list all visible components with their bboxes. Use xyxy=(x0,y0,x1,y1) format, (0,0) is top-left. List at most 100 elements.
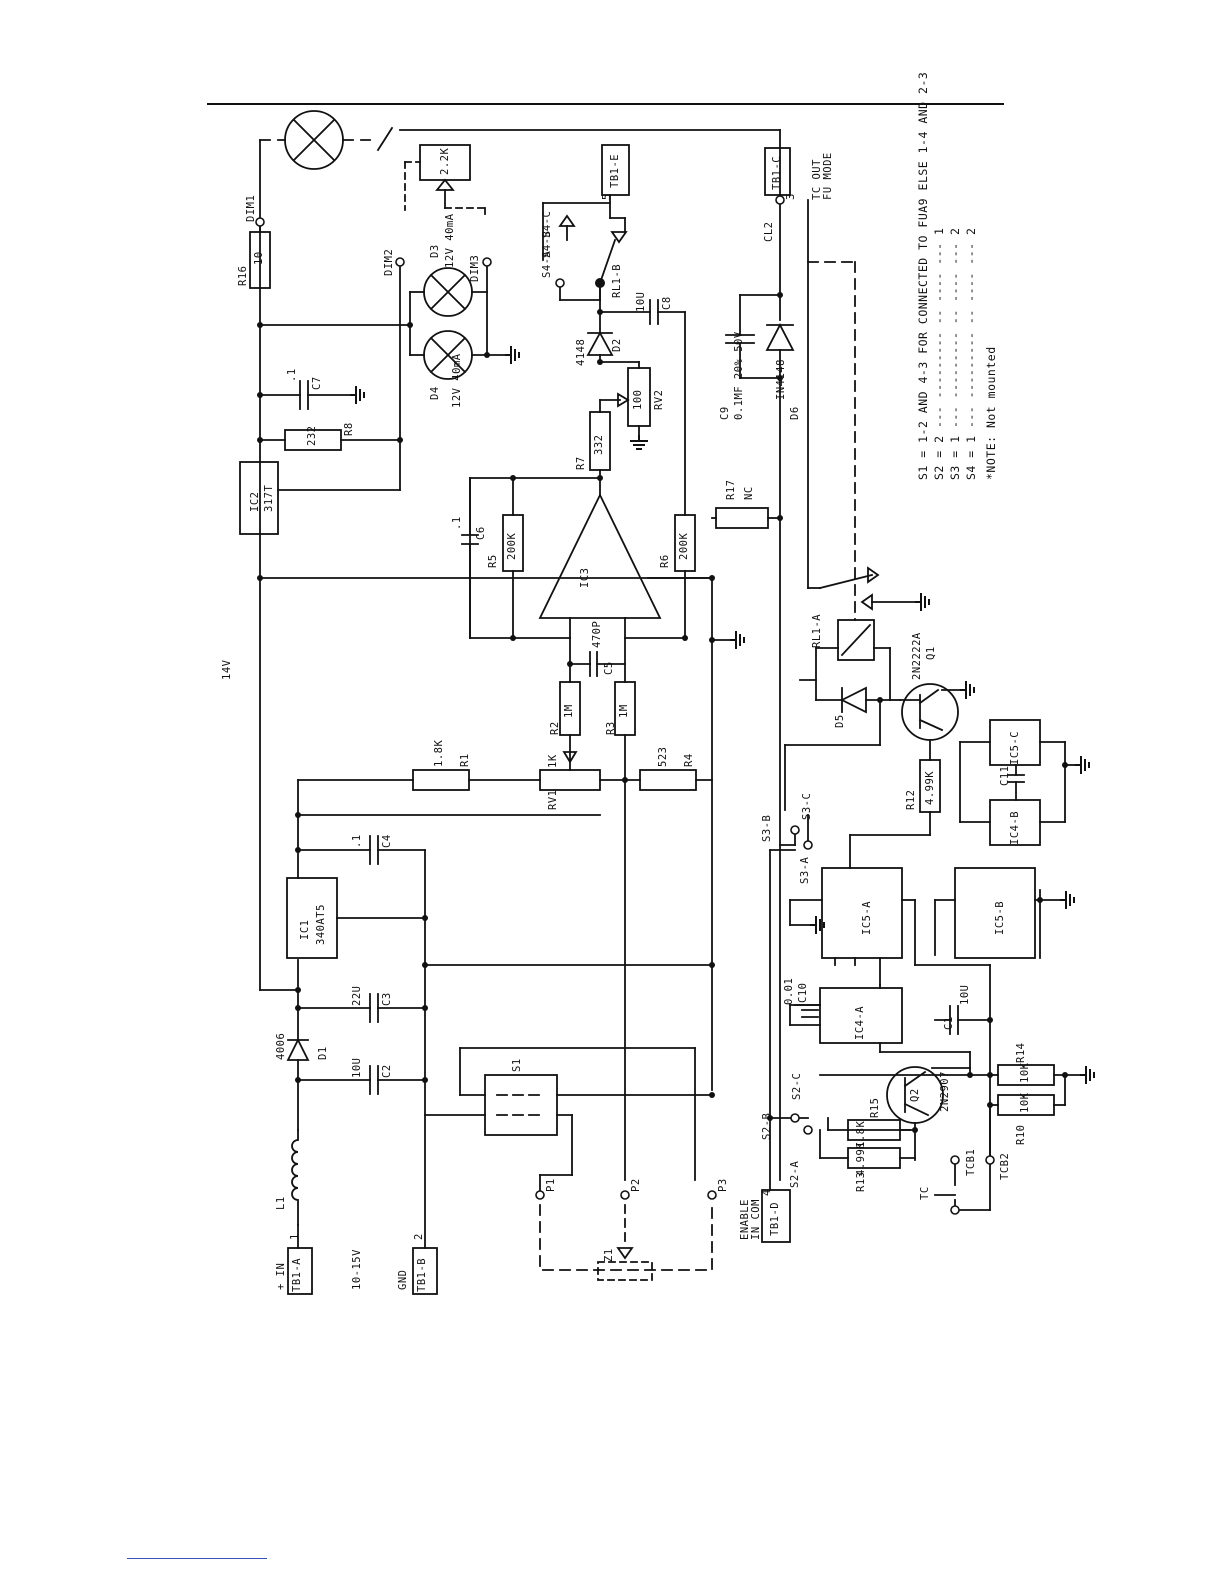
c2-value: 10U xyxy=(351,1057,363,1078)
c9-value: 0.1MF 20% 50V xyxy=(733,331,745,420)
c9-ref: C9 xyxy=(719,406,731,420)
tb1-b-label: TB1-B xyxy=(416,1257,428,1292)
ic1-value: 340AT5 xyxy=(315,904,327,945)
d6-ref: D6 xyxy=(789,406,801,420)
node-tcb2: TCB2 xyxy=(999,1152,1011,1180)
d1-value: 4006 xyxy=(275,1032,287,1060)
tb1-b-pin: 2 xyxy=(413,1233,425,1240)
tb1-c-label: TB1-C xyxy=(771,155,783,190)
l1-ref: L1 xyxy=(275,1196,287,1210)
note-not-mounted: *NOTE: Not mounted xyxy=(984,346,998,480)
c5-value: 470P xyxy=(591,620,603,648)
ic2-ref: IC2 xyxy=(249,491,261,512)
note-s1: S1 = 1-2 AND 4-3 FOR CONNECTED TO FUA9 E… xyxy=(916,71,930,480)
c1-ref: C1 xyxy=(943,1016,955,1030)
pot-2k2-value: 2.2K xyxy=(439,147,451,175)
d5-ref: D5 xyxy=(834,714,846,728)
q2-value: 2N2907 xyxy=(939,1071,951,1112)
switch-s2-c: S2-C xyxy=(791,1072,803,1100)
r17-value: NC xyxy=(743,486,755,500)
ic4-a-ref: IC4-A xyxy=(854,1005,866,1040)
q1-ref: Q1 xyxy=(925,646,937,660)
r7-ref: R7 xyxy=(575,456,587,470)
q1-value: 2N2222A xyxy=(911,632,923,680)
note-s2: S2 = 2 --- --------- -- ---- --- 1 xyxy=(932,227,946,480)
d1-ref: D1 xyxy=(317,1046,329,1060)
switch-s2-a: S2-A xyxy=(789,1160,801,1188)
q2-ref: Q2 xyxy=(909,1088,921,1102)
c6-value: .1 xyxy=(451,516,463,530)
c10-value: 0.01 xyxy=(783,977,795,1005)
c4-ref: C4 xyxy=(381,834,393,848)
rv1-value: 1K xyxy=(547,754,559,768)
ic5-b-ref: IC5-B xyxy=(994,900,1006,935)
r6-ref: R6 xyxy=(659,554,671,568)
footer-link-rule xyxy=(127,1558,267,1559)
d3-ref: D3 xyxy=(429,244,441,258)
r3-ref: R3 xyxy=(605,721,617,735)
c3-value: 22U xyxy=(351,985,363,1006)
node-p2: P2 xyxy=(630,1178,642,1192)
tb1-e-label: TB1-E xyxy=(609,153,621,188)
ic2-value: 317T xyxy=(263,484,275,512)
r8-value: 232 xyxy=(306,425,318,446)
d4-ref: D4 xyxy=(429,386,441,400)
z1-ref: Z1 xyxy=(603,1248,615,1262)
tb1-c-desc: TC OUT FU MODE xyxy=(811,152,834,200)
note-s3: S3 = 1 --- --------- -- ---- --- 2 xyxy=(948,227,962,480)
ic3-ref: IC3 xyxy=(579,567,591,588)
tb1-a-pin: 1 xyxy=(289,1233,301,1240)
rv2-ref: RV2 xyxy=(653,389,665,410)
r4-value: 523 xyxy=(657,746,669,767)
node-p1: P1 xyxy=(545,1178,557,1192)
r7-value: 332 xyxy=(593,434,605,455)
ic1-ref: IC1 xyxy=(299,919,311,940)
switch-s3-a: S3-A xyxy=(799,856,811,884)
rv2-value: 100 xyxy=(632,389,644,410)
c7-ref: C7 xyxy=(311,376,323,390)
rv1-ref: RV1 xyxy=(547,789,559,810)
d2-value: 4148 xyxy=(575,338,587,366)
c3-ref: C3 xyxy=(381,992,393,1006)
ic5-c-ref: IC5-C xyxy=(1009,730,1021,765)
r10-ref: R10 xyxy=(1015,1124,1027,1145)
tb1-d-desc: ENABLE IN COM xyxy=(739,1199,762,1240)
r8-ref: R8 xyxy=(343,422,355,436)
c7-value: .1 xyxy=(286,368,298,382)
r17-ref: R17 xyxy=(725,479,737,500)
ground-label: GND xyxy=(397,1269,409,1290)
r14-ref: R14 xyxy=(1015,1042,1027,1063)
node-cl2: CL2 xyxy=(763,221,775,242)
d6-value: IN4148 xyxy=(775,359,787,400)
d4-value: 12V 40mA xyxy=(451,353,463,408)
rl1-b-ref: RL1-B xyxy=(611,263,623,298)
r13-value: 4.99K xyxy=(855,1141,867,1176)
tb1-c-pin: 3 xyxy=(785,193,797,200)
s1-ref: S1 xyxy=(511,1058,523,1072)
tb1-a-label: TB1-A xyxy=(291,1257,303,1292)
r6-value: 200K xyxy=(678,532,690,560)
c10-ref: C10 xyxy=(797,982,809,1003)
c11-ref: C11 xyxy=(999,765,1011,786)
switch-s3-c: S3-C xyxy=(801,792,813,820)
rail-label: 14V xyxy=(221,659,233,680)
rl1-a-ref: RL1-A xyxy=(811,613,823,648)
node-dim1: DIM1 xyxy=(245,194,257,222)
node-dim2: DIM2 xyxy=(383,248,395,276)
r3-value: 1M xyxy=(618,704,630,718)
c8-value: 10U xyxy=(635,291,647,312)
r4-ref: R4 xyxy=(683,753,695,767)
r5-value: 200K xyxy=(506,532,518,560)
switch-s4-c: S4-C xyxy=(541,210,553,238)
tb1-e-pin: 5 xyxy=(601,193,613,200)
r5-ref: R5 xyxy=(487,554,499,568)
node-dim3: DIM3 xyxy=(469,254,481,282)
d2-ref: D2 xyxy=(611,338,623,352)
r2-value: 1M xyxy=(563,704,575,718)
r12-ref: R12 xyxy=(905,789,917,810)
ic5-a-ref: IC5-A xyxy=(861,900,873,935)
r14-value: 10K xyxy=(1019,1062,1031,1083)
c6-ref: C6 xyxy=(475,526,487,540)
r16-ref: R16 xyxy=(237,265,249,286)
